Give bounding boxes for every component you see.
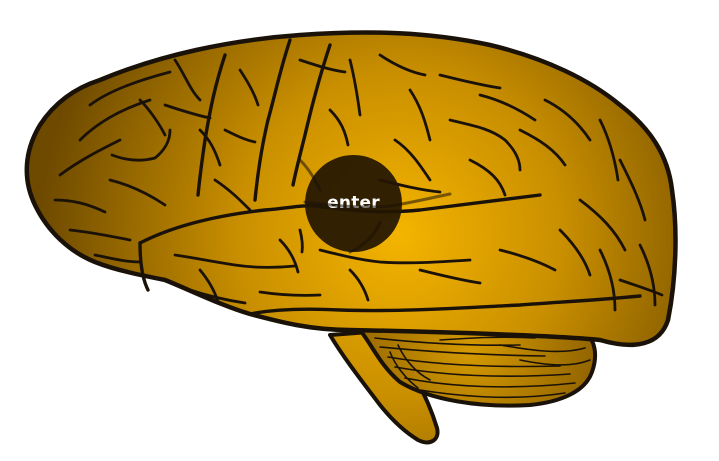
enter-button-label: enter [327,192,380,213]
gyri-lines [53,53,664,312]
enter-button[interactable]: enter [305,155,402,252]
cerebellum-folia [374,336,591,399]
brain-stem [328,328,440,445]
